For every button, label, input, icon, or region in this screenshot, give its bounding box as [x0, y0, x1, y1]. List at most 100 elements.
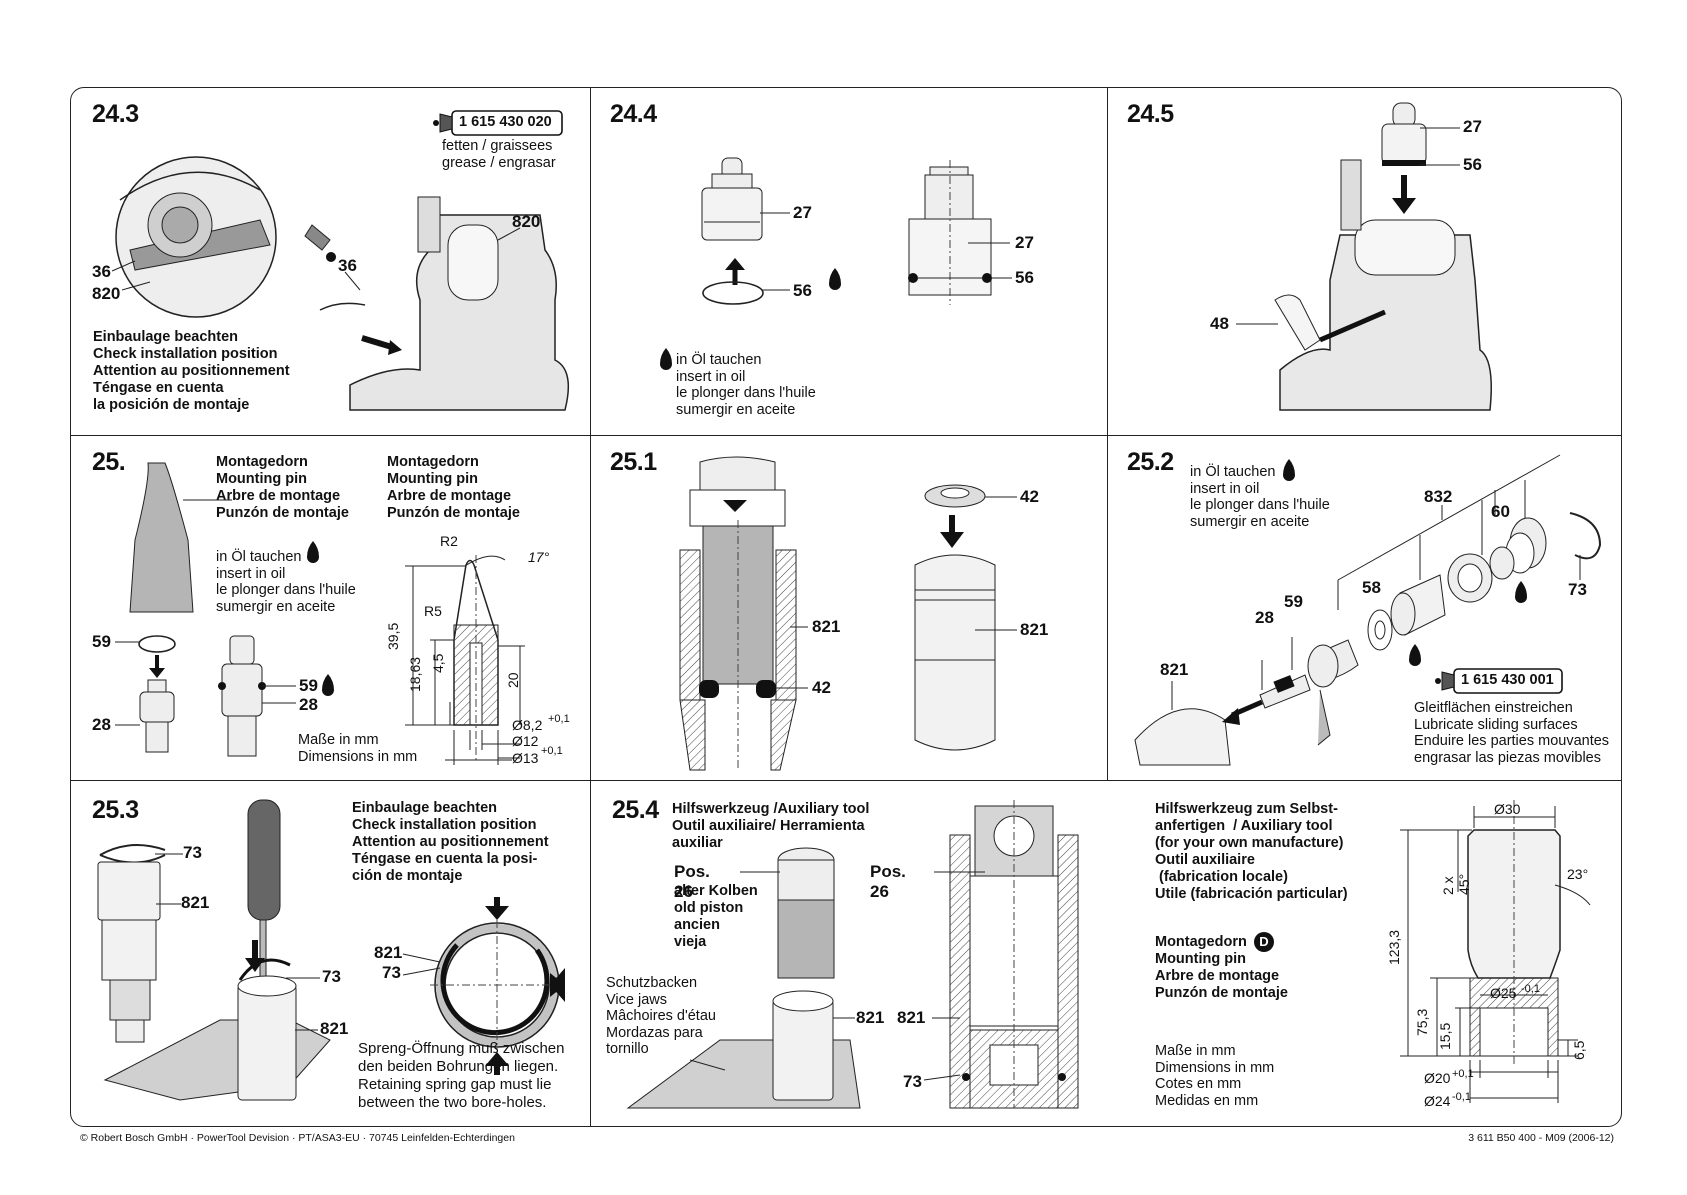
part-label: 73 — [382, 963, 401, 982]
step-number: 25.1 — [610, 448, 657, 476]
part-label: 73 — [183, 843, 202, 862]
oil-instruction: in Öl tauchen insert in oil le plonger d… — [216, 549, 356, 615]
part-label: 59 — [1284, 592, 1303, 611]
part-label: 28 — [299, 695, 318, 714]
part-label: 58 — [1362, 578, 1381, 597]
part-label: 820 — [92, 284, 121, 303]
part-label: 56 — [793, 281, 812, 300]
installation-note: Einbaulage beachten Check installation p… — [352, 800, 549, 884]
lubricate-instruction: Gleitflächen einstreichen Lubricate slid… — [1414, 700, 1610, 766]
mounting-pin-label: Montagedorn — [1155, 934, 1247, 950]
column-divider — [1107, 87, 1108, 780]
step-number: 25.4 — [612, 796, 659, 824]
position-label: Pos. 26 — [870, 862, 906, 901]
step-number: 25.3 — [92, 796, 139, 824]
column-divider — [590, 87, 591, 1127]
dimension-label: 75,3 — [1414, 1008, 1430, 1036]
instruction-sheet-frame — [70, 87, 1622, 1127]
part-label: 821 — [856, 1008, 885, 1027]
units-note: Maße in mm Dimensions in mm — [298, 732, 418, 765]
part-label: 59 — [92, 632, 111, 651]
part-label: 821 — [1020, 620, 1049, 639]
dimension-label: 15,5 — [1437, 1022, 1453, 1050]
dimension-label: 6,5 — [1571, 1040, 1587, 1060]
part-label: 27 — [793, 203, 812, 222]
lubricant-part-number: 1 615 430 001 — [1461, 672, 1554, 688]
step-number: 25. — [92, 448, 126, 476]
language-badge-icon: D — [1254, 932, 1274, 952]
installation-note: Einbaulage beachten Check installation p… — [93, 329, 290, 413]
mounting-pin-title: Montagedorn Mounting pin Arbre de montag… — [387, 454, 520, 521]
vice-jaws-label: Schutzbacken Vice jaws Mâchoires d'étau … — [606, 975, 716, 1057]
step-number: 24.3 — [92, 100, 139, 128]
part-label: 821 — [374, 943, 403, 962]
part-label: 42 — [1020, 487, 1039, 506]
dimension-tolerance: +0,1 — [548, 713, 570, 725]
part-label: 28 — [1255, 608, 1274, 627]
dimension-label: R2 — [440, 533, 458, 549]
part-label: 36 — [92, 262, 111, 281]
position-label: Pos. 26 — [674, 862, 710, 901]
mounting-pin-translations: Mounting pin Arbre de montage Punzón de … — [1155, 951, 1288, 1001]
step-number: 24.4 — [610, 100, 657, 128]
dimension-label: Ø13 — [512, 750, 539, 766]
part-label: 48 — [1210, 314, 1229, 333]
part-label: 27 — [1463, 117, 1482, 136]
step-number: 24.5 — [1127, 100, 1174, 128]
dimension-tolerance: +0,1 — [541, 745, 563, 757]
oil-instruction: in Öl tauchen insert in oil le plonger d… — [676, 352, 816, 418]
document-code: 3 611 B50 400 - M09 (2006-12) — [1468, 1132, 1614, 1144]
mounting-pin-title: Montagedorn Mounting pin Arbre de montag… — [216, 454, 349, 521]
dimension-label: Ø30 — [1494, 801, 1521, 817]
dimension-label: Ø12 — [512, 733, 539, 749]
row-divider — [70, 780, 1622, 781]
part-label: 821 — [1160, 660, 1189, 679]
dimension-tolerance: -0,1 — [1452, 1091, 1471, 1103]
spring-gap-note: Spreng-Öffnung muß zwischen den beiden B… — [358, 1040, 565, 1111]
part-label: 73 — [903, 1072, 922, 1091]
step-number: 25.2 — [1127, 448, 1174, 476]
dimension-label: Ø25 — [1490, 985, 1517, 1001]
part-label: 28 — [92, 715, 111, 734]
part-label: 73 — [322, 967, 341, 986]
units-note: Maße in mm Dimensions in mm Cotes en mm … — [1155, 1043, 1275, 1109]
part-label: 36 — [338, 256, 357, 275]
part-label: 821 — [812, 617, 841, 636]
part-label: 821 — [320, 1019, 349, 1038]
row-divider — [70, 435, 1622, 436]
old-piston-label: alter Kolben old piston ancien vieja — [674, 883, 758, 950]
part-label: 820 — [512, 212, 541, 231]
dimension-tolerance: -0,1 — [1521, 983, 1540, 995]
dimension-label: 23° — [1567, 866, 1589, 882]
self-made-tool-title: Hilfswerkzeug zum Selbst- anfertigen / A… — [1155, 801, 1348, 902]
dimension-label: 17° — [528, 549, 550, 565]
part-label: 27 — [1015, 233, 1034, 252]
dimension-label: 2 x 45° — [1440, 873, 1472, 895]
part-label: 56 — [1015, 268, 1034, 287]
part-label: 832 — [1424, 487, 1453, 506]
dimension-tolerance: +0,1 — [1452, 1068, 1474, 1080]
dimension-label: Ø24 — [1424, 1093, 1451, 1109]
part-label: 60 — [1491, 502, 1510, 521]
auxiliary-tool-title: Hilfswerkzeug /Auxiliary tool Outil auxi… — [672, 801, 870, 851]
dimension-label: Ø20 — [1424, 1070, 1451, 1086]
dimension-label: Ø8,2 — [512, 717, 543, 733]
part-label: 59 — [299, 676, 318, 695]
oil-instruction: in Öl tauchen insert in oil le plonger d… — [1190, 464, 1330, 530]
part-label: 821 — [181, 893, 210, 912]
copyright-footer: © Robert Bosch GmbH · PowerTool Devision… — [80, 1132, 515, 1144]
dimension-label: R5 — [424, 603, 442, 619]
grease-part-number: 1 615 430 020 — [459, 114, 552, 130]
dimension-label: 123,3 — [1386, 929, 1402, 965]
